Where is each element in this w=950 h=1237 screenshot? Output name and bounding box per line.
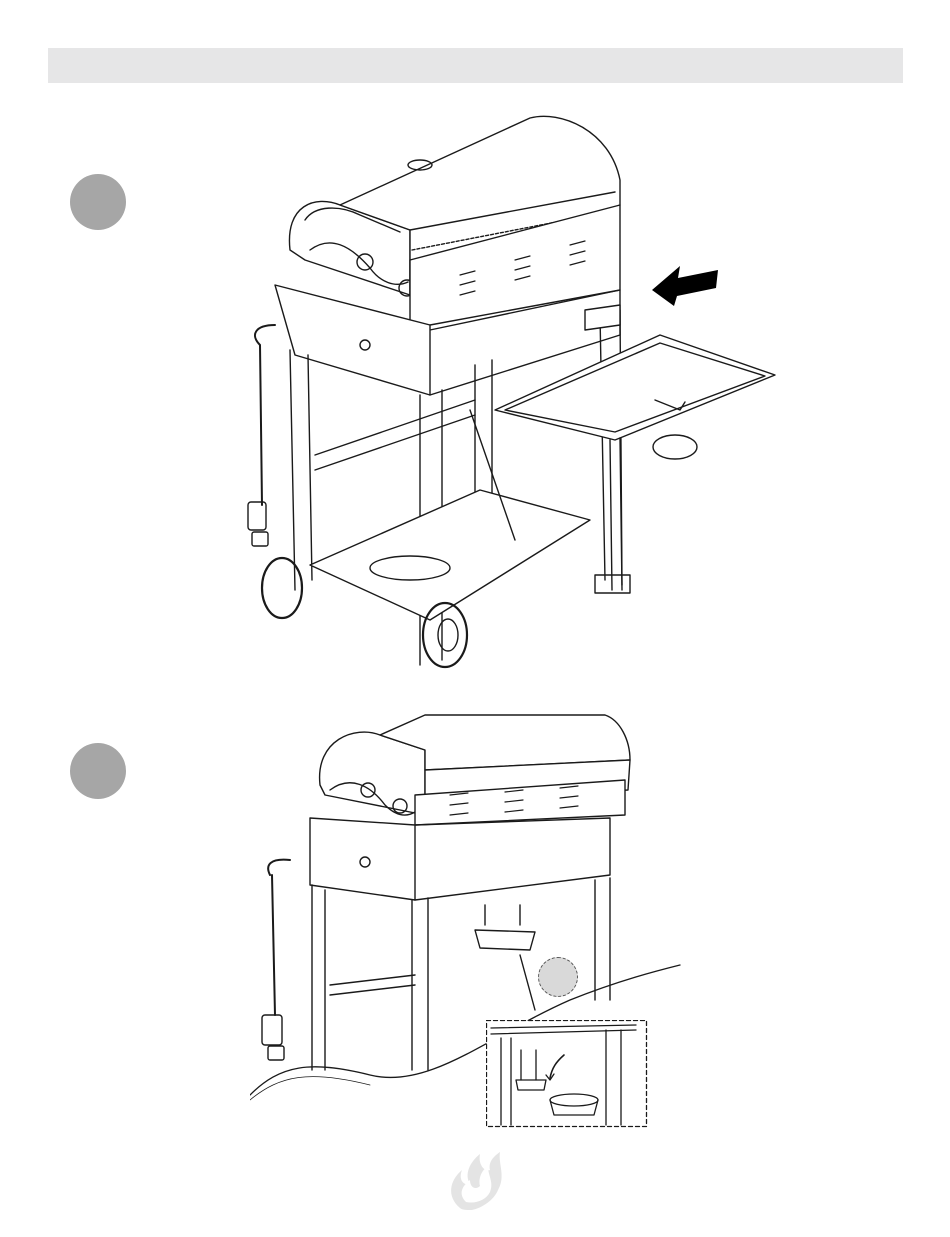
header-bar [48,48,903,83]
step-marker-2 [70,743,126,799]
grill-side-shelf-illustration [230,110,790,685]
callout-marker [538,957,578,997]
step-marker-1 [70,174,126,230]
flame-logo-icon [440,1146,510,1216]
grease-cup-detail-inset [486,1020,648,1128]
arrow-left-icon [650,262,720,307]
